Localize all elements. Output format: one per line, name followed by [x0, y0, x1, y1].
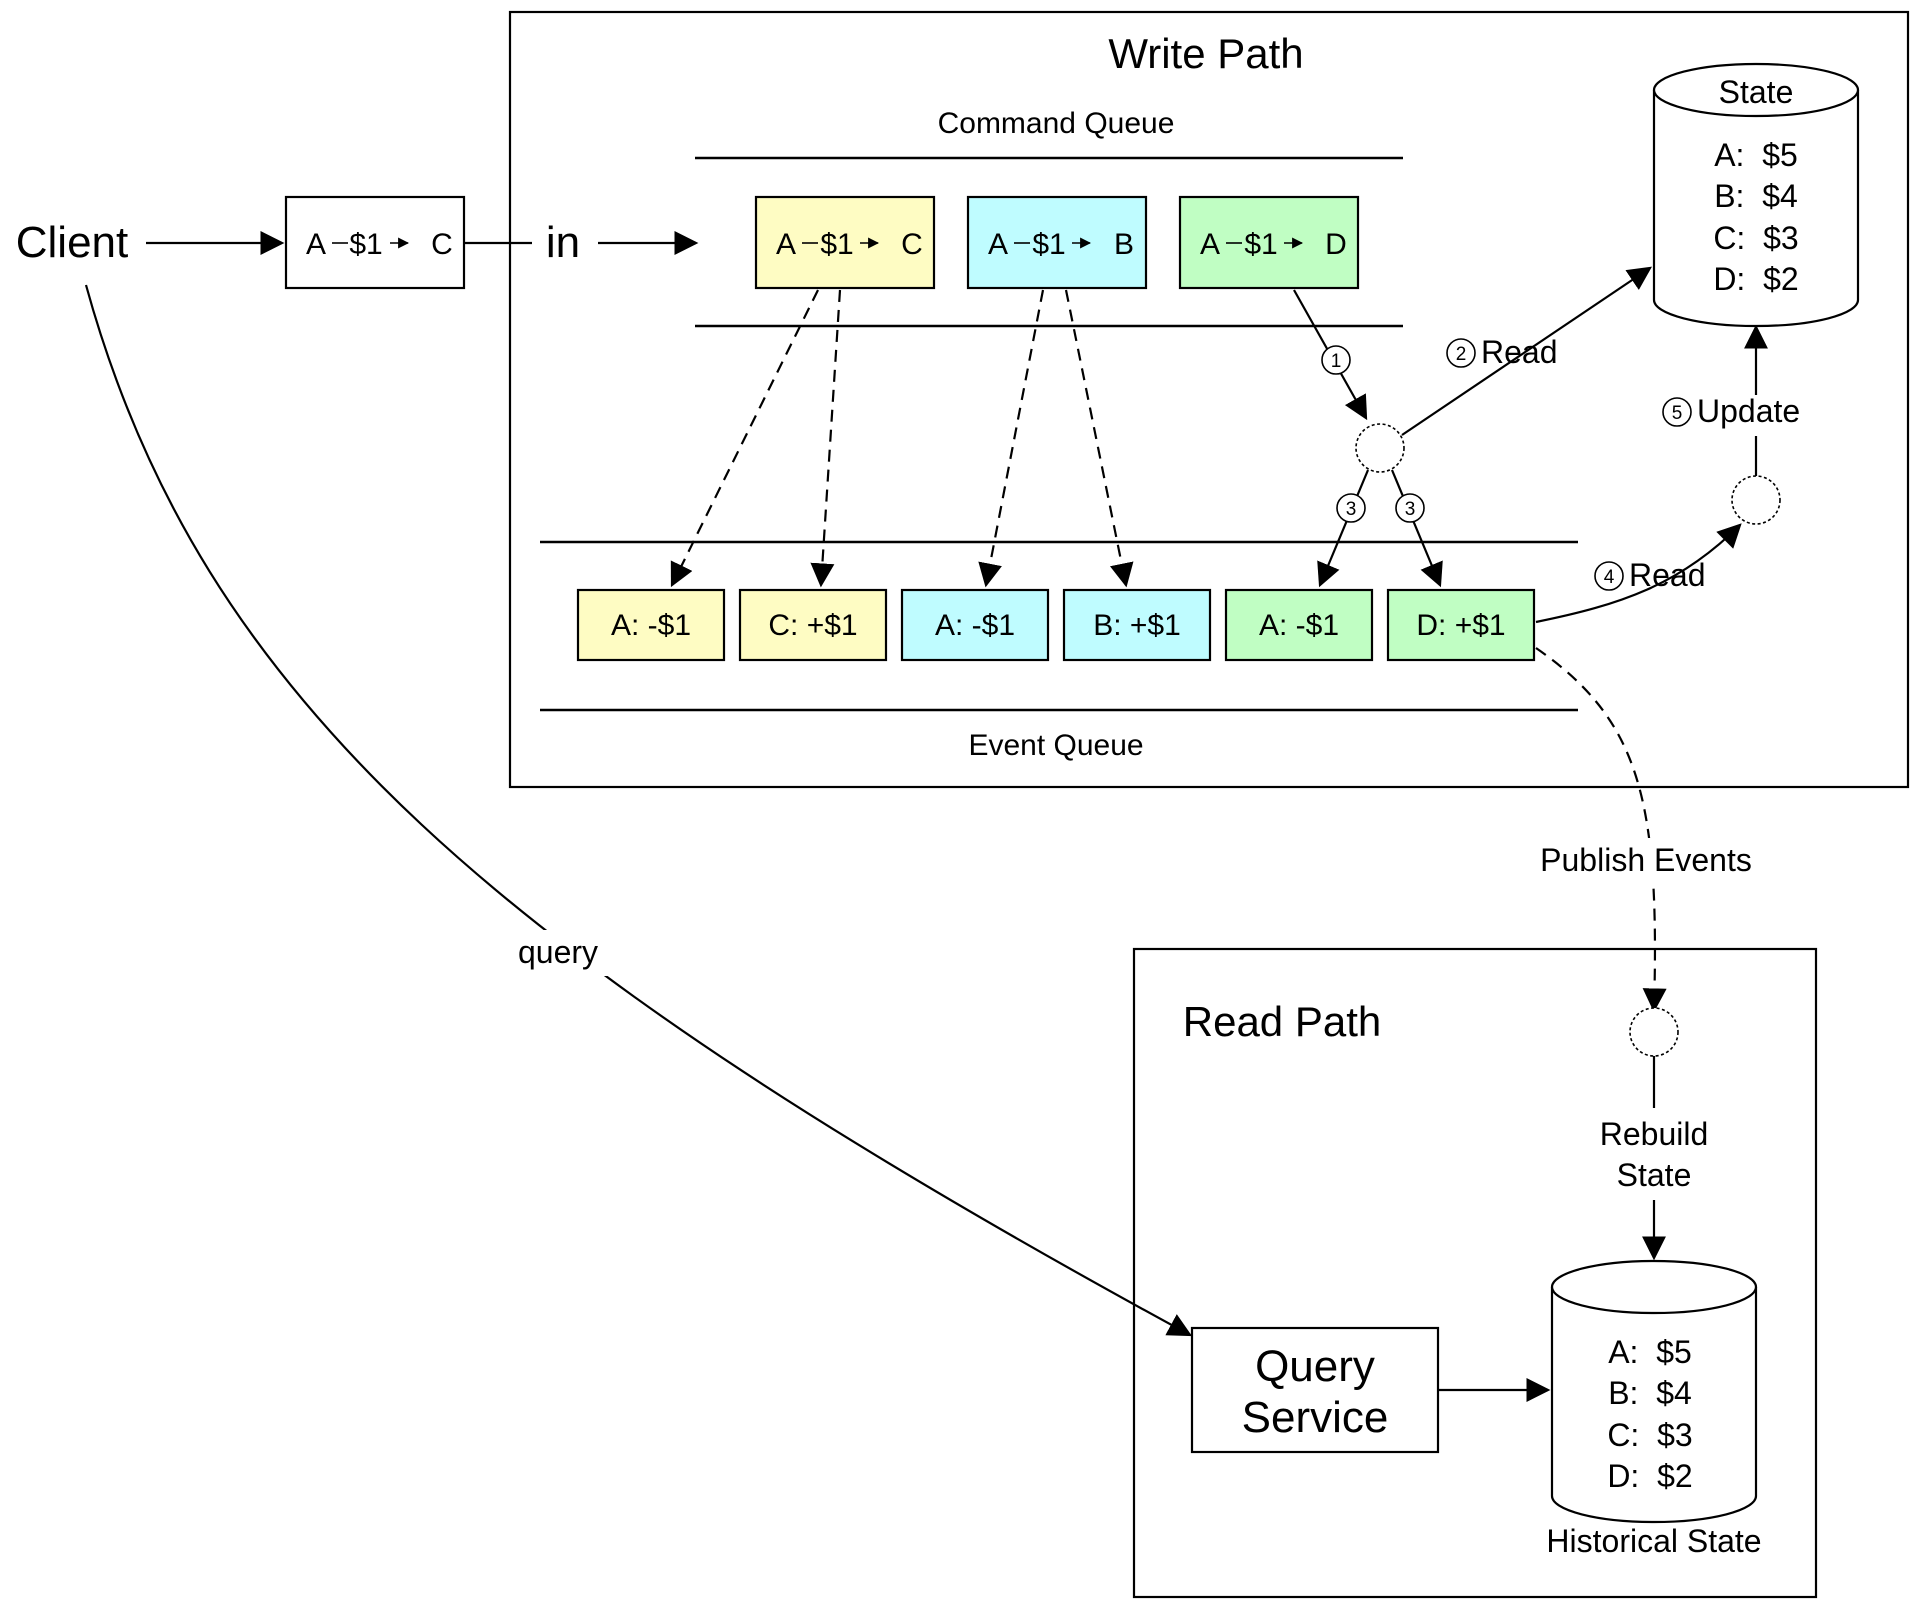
dashed-arrow-cmd1-event2	[810, 289, 842, 588]
dashed-arrow-cmd1-event1	[670, 289, 819, 588]
command-box	[966, 195, 1148, 290]
rebuild-node	[1629, 1007, 1679, 1057]
event-item-2: C: +$1	[738, 588, 888, 662]
step2-number: 2	[1456, 344, 1467, 365]
historical-state-database: A: $5 B: $4 C: $3 D: $2	[1550, 1259, 1758, 1524]
historical-row-b: B: $4	[1608, 1375, 1692, 1411]
event-queue-label: Event Queue	[968, 729, 1143, 762]
step2-label: Read	[1481, 334, 1558, 370]
dashed-arrow-cmd2-event3	[978, 289, 1045, 588]
step5-badge	[1662, 397, 1692, 427]
historical-row-d: D: $2	[1607, 1458, 1692, 1494]
event-item-1: A: -$1	[576, 588, 726, 662]
event-box	[1224, 588, 1374, 662]
query-label-bg	[508, 930, 610, 976]
incoming-command-from: A	[306, 228, 326, 261]
step3b-number: 3	[1405, 499, 1416, 520]
command-box	[1178, 195, 1360, 290]
event-box	[1386, 588, 1536, 662]
event-label: C: +$1	[768, 609, 857, 642]
command-item-3: A $1 D	[1178, 195, 1360, 290]
historical-row-c: C: $3	[1607, 1417, 1692, 1453]
command-queue-label: Command Queue	[938, 107, 1175, 140]
step4-arrow	[1535, 523, 1742, 624]
event-item-5: A: -$1	[1224, 588, 1374, 662]
event-box	[576, 588, 726, 662]
step3-arrow-left	[1317, 469, 1370, 588]
step1-badge	[1321, 345, 1351, 375]
event-label: B: +$1	[1093, 609, 1181, 642]
historical-row-a: A: $5	[1608, 1334, 1692, 1370]
event-label: A: -$1	[1259, 609, 1339, 642]
command-box	[754, 195, 936, 290]
step5-number: 5	[1672, 403, 1683, 424]
event-item-6: D: +$1	[1386, 588, 1536, 662]
step4-label: Read	[1629, 557, 1706, 593]
event-label: D: +$1	[1416, 609, 1505, 642]
command-from: A	[776, 228, 796, 261]
rebuild-label-line1: Rebuild	[1600, 1116, 1709, 1152]
incoming-command-amount: $1	[349, 228, 382, 261]
state-row-c: C: $3	[1713, 220, 1798, 256]
write-path-title: Write Path	[1108, 30, 1303, 77]
state-row-d: D: $2	[1713, 261, 1798, 297]
event-box	[1062, 588, 1212, 662]
event-box	[738, 588, 888, 662]
event-item-4: B: +$1	[1062, 588, 1212, 662]
publish-events-label-bg	[1528, 838, 1768, 886]
state-cylinder-top	[1652, 62, 1860, 118]
event-label: A: -$1	[611, 609, 691, 642]
read-path-title: Read Path	[1183, 998, 1381, 1045]
command-from: A	[988, 228, 1008, 261]
command-to: C	[901, 228, 923, 261]
publish-events-label: Publish Events	[1540, 842, 1752, 878]
step4-badge	[1594, 561, 1624, 591]
command-to: B	[1114, 228, 1134, 261]
query-arrow	[84, 284, 1193, 1337]
query-label: query	[518, 934, 598, 970]
state-row-b: B: $4	[1714, 178, 1798, 214]
step2-badge	[1446, 338, 1476, 368]
historical-cylinder-top	[1550, 1259, 1758, 1315]
processor-node	[1355, 423, 1405, 473]
state-database: State A: $5 B: $4 C: $3 D: $2	[1652, 62, 1860, 328]
command-item-2: A $1 B	[966, 195, 1148, 290]
step3a-number: 3	[1346, 499, 1357, 520]
command-amount: $1	[820, 228, 853, 261]
query-service-label-line1: Query	[1255, 1342, 1375, 1391]
read-path-container	[1132, 947, 1818, 1599]
step1-number: 1	[1331, 351, 1342, 372]
step4-number: 4	[1604, 567, 1615, 588]
event-label: A: -$1	[935, 609, 1015, 642]
step3b-badge	[1395, 493, 1425, 523]
in-label: in	[546, 218, 580, 267]
client-label: Client	[16, 218, 129, 267]
query-service-label-line2: Service	[1242, 1393, 1389, 1442]
command-from: A	[1200, 228, 1220, 261]
historical-cylinder-body	[1550, 1287, 1758, 1524]
publish-events-arrow	[1535, 647, 1667, 1013]
step3a-badge	[1336, 493, 1366, 523]
event-item-3: A: -$1	[900, 588, 1050, 662]
update-node	[1731, 475, 1781, 525]
incoming-command-box	[284, 195, 466, 290]
command-amount: $1	[1244, 228, 1277, 261]
command-item-1: A $1 C	[754, 195, 936, 290]
query-service-box	[1190, 1326, 1440, 1454]
state-cylinder-body	[1652, 90, 1860, 328]
step5-label: Update	[1697, 393, 1800, 429]
state-row-a: A: $5	[1714, 137, 1798, 173]
state-title: State	[1719, 74, 1794, 110]
step3-arrow-right	[1390, 469, 1443, 588]
command-amount: $1	[1032, 228, 1065, 261]
step2-arrow	[1401, 266, 1652, 436]
historical-state-label: Historical State	[1546, 1523, 1761, 1559]
command-to: D	[1325, 228, 1347, 261]
dashed-arrow-cmd2-event4	[1064, 289, 1134, 588]
event-box	[900, 588, 1050, 662]
incoming-command-to: C	[431, 228, 453, 261]
rebuild-label-line2: State	[1617, 1157, 1692, 1193]
